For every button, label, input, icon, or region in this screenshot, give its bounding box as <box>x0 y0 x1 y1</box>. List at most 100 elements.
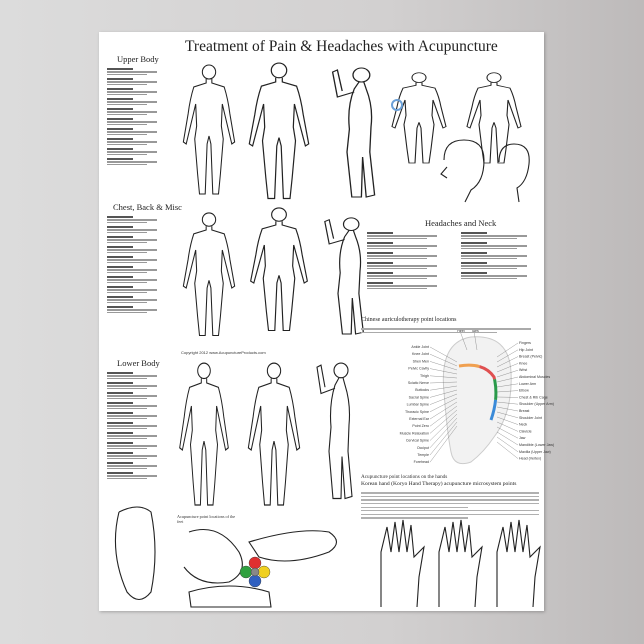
point-list-item <box>107 306 167 313</box>
point-list-item <box>461 242 537 249</box>
foot-side <box>248 530 338 562</box>
ear-point-label: Abdominal Muscles <box>519 375 550 379</box>
ear-leader-line <box>429 421 458 456</box>
ear-leader-line <box>473 330 478 351</box>
point-list-item <box>107 108 167 115</box>
point-list-item <box>367 282 447 289</box>
ear-point-label: Shoulder (Upper Arm) <box>519 402 554 406</box>
ear-leader-line <box>459 330 468 351</box>
headache-point-list-left <box>367 232 447 292</box>
point-list-item <box>107 402 167 409</box>
foot-inner <box>188 585 272 608</box>
ear-leader-line <box>429 417 458 448</box>
ear-leader-line <box>429 401 458 420</box>
point-list-item <box>107 148 167 155</box>
ear-leader-line <box>496 401 519 405</box>
ear-leader-line <box>496 349 519 363</box>
ear-point-label: Buttocks <box>415 388 429 392</box>
ear-leader-line <box>496 356 519 368</box>
ear-point-label: Muscle Relaxation <box>400 431 429 435</box>
ear-leader-line <box>429 389 458 398</box>
ear-point-label: Sciatic Nerve <box>408 381 429 385</box>
ear-point-label: Clavicle <box>519 429 532 433</box>
point-list-item <box>107 88 167 95</box>
ear-leader-line <box>496 406 519 412</box>
element-circle <box>239 565 253 579</box>
point-list-item <box>367 272 447 279</box>
hand-back <box>496 519 541 608</box>
ear-point-label: Knee Joint <box>412 352 429 356</box>
ear-leader-line <box>496 376 519 383</box>
point-list-item <box>107 296 167 303</box>
element-circle <box>250 567 260 577</box>
figure-head-back <box>466 72 522 164</box>
section-upper-body: Upper Body <box>117 54 159 64</box>
point-list-item <box>107 472 167 479</box>
figure-head-front <box>391 72 447 164</box>
ear-point-label: Fingers <box>519 341 531 345</box>
point-list-item <box>107 452 167 459</box>
point-list-item <box>367 252 447 259</box>
chest-back-point-list <box>107 216 167 316</box>
ear-leader-line <box>496 416 519 425</box>
ear-leader-line <box>429 393 458 405</box>
ear-point-label: Temple <box>417 453 429 457</box>
point-list-item <box>107 372 167 379</box>
ear-leader-line <box>429 381 458 384</box>
ear-leader-line <box>429 397 458 412</box>
point-list-item <box>107 432 167 439</box>
point-list-item <box>107 286 167 293</box>
figure-chest-front <box>182 212 236 337</box>
point-list-item <box>107 442 167 449</box>
hand-diagrams <box>380 519 541 608</box>
auricular-title: Chinese auriculotherapy point locations <box>361 317 457 323</box>
ear-leader-line <box>429 368 458 375</box>
figure-head-side <box>498 143 530 203</box>
ear-leader-line <box>429 405 458 427</box>
feet-caption: Acupuncture point locations of the feet <box>177 514 236 524</box>
ear-spine-segment <box>458 363 498 421</box>
point-list-item <box>367 232 447 239</box>
point-list-item <box>107 118 167 125</box>
point-list-item <box>107 128 167 135</box>
ear-point-label: Lower Arm <box>519 382 536 386</box>
figure-lower-back <box>247 362 301 506</box>
figure-lower-front <box>179 362 229 506</box>
hands-title: Acupuncture point locations on the hands <box>361 474 448 480</box>
ear-point-label: Toes <box>471 329 479 333</box>
point-list-item <box>107 226 167 233</box>
point-list-item <box>107 276 167 283</box>
figure-lower-side <box>316 362 353 500</box>
section-chest-back: Chest, Back & Misc <box>113 202 182 212</box>
section-lower-body: Lower Body <box>117 358 160 368</box>
ear-leader-line <box>429 413 458 441</box>
ear-point-label: Shoulder Joint <box>519 416 542 420</box>
headache-point-list-right <box>461 232 537 282</box>
point-list-item <box>107 68 167 75</box>
figure-chest-side <box>324 217 364 335</box>
point-list-item <box>107 98 167 105</box>
point-list-item <box>107 256 167 263</box>
ear-leader-line <box>496 426 519 439</box>
ear-point-label: Head (Vertex) <box>519 457 541 461</box>
ear-point-label: Shen Men <box>413 359 429 363</box>
ear-leader-line <box>496 411 519 418</box>
ear-point-label: Thigh <box>420 374 429 378</box>
ear-leader-line <box>496 441 519 459</box>
ear-point-label: Jaw <box>519 436 526 440</box>
figure-upper-back <box>248 62 310 200</box>
lower-body-point-list <box>107 372 167 482</box>
ear-leader-line <box>496 421 519 432</box>
ear-point-label: Breast (Pelvic) <box>519 355 542 359</box>
ear-leader-line <box>429 354 458 367</box>
point-list-item <box>107 392 167 399</box>
hand-left-palm <box>380 519 425 608</box>
point-list-item <box>107 216 167 223</box>
element-circle <box>257 565 271 579</box>
ear-spine-segment <box>458 363 498 421</box>
ear-leader-line <box>496 431 519 446</box>
ear-point-label: Maxilla (Upper Jaw) <box>519 450 551 454</box>
figure-head-profile <box>440 139 485 203</box>
foot-sole <box>114 506 156 601</box>
